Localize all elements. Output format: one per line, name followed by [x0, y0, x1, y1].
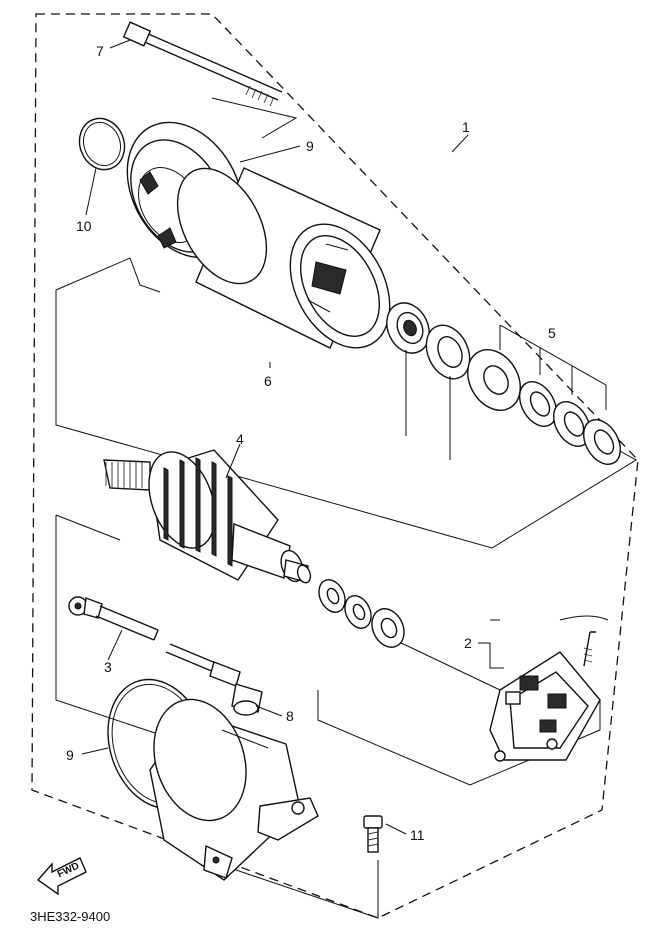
- callout-9-bottom: 9: [66, 747, 74, 763]
- leader-bearing-lines: [405, 350, 451, 460]
- group-bracket-yoke: [129, 97, 298, 293]
- callout-2: 2: [464, 635, 472, 651]
- collar-part: [371, 608, 405, 648]
- callout-5: 5: [548, 325, 556, 341]
- bolt-part: [363, 815, 383, 853]
- seal-part: [425, 324, 471, 380]
- group-bracket-6-top: [55, 257, 131, 291]
- callout-3: 3: [104, 659, 112, 675]
- washer-small-b: [344, 595, 372, 629]
- callout-6: 6: [264, 373, 272, 389]
- yoke-body-part: [176, 167, 391, 349]
- leader-11: [385, 823, 407, 835]
- callout-7: 7: [96, 43, 104, 59]
- collar-inner: [380, 617, 398, 639]
- leader-1: [451, 134, 469, 153]
- leader-10: [85, 167, 97, 216]
- group-bracket-lower: [55, 515, 201, 749]
- callout-11: 11: [410, 827, 425, 843]
- callout-9-top: 9: [306, 138, 314, 154]
- lead-wire-part: [68, 596, 263, 716]
- washer-small-b-inner: [352, 603, 366, 621]
- rear-cover-part: [149, 698, 319, 881]
- armature-part: [103, 449, 312, 584]
- leader-8: [255, 705, 283, 717]
- leader-3: [107, 629, 123, 661]
- washer-small-a: [318, 579, 346, 613]
- o-ring-part: [78, 117, 126, 171]
- assembly-boundary: [31, 13, 639, 919]
- washer-small-a-inner: [326, 587, 340, 605]
- forward-arrow-icon: [36, 857, 87, 896]
- callout-10: 10: [76, 218, 92, 234]
- o-ring-inner: [82, 121, 122, 167]
- brush-holder-part: [489, 615, 609, 762]
- leader-2: [478, 619, 504, 669]
- group-bracket-lower-top: [55, 514, 121, 541]
- leader-9-bottom: [81, 747, 109, 755]
- leader-9-top: [239, 145, 301, 163]
- leader-7: [109, 39, 131, 49]
- leader-washers-to-brush: [394, 639, 501, 691]
- callout-8: 8: [286, 708, 294, 724]
- leader-bracket-5: [499, 324, 607, 410]
- washer-set-part: [467, 349, 622, 465]
- callout-4: 4: [236, 431, 244, 447]
- diagram-code: 3HE332-9400: [30, 909, 110, 924]
- callout-1: 1: [462, 119, 470, 135]
- through-bolt-part: [122, 21, 283, 107]
- group-bracket-brush: [317, 690, 601, 786]
- bearing-part: [386, 302, 430, 354]
- group-bracket-6: [55, 290, 637, 549]
- leader-4: [225, 443, 241, 479]
